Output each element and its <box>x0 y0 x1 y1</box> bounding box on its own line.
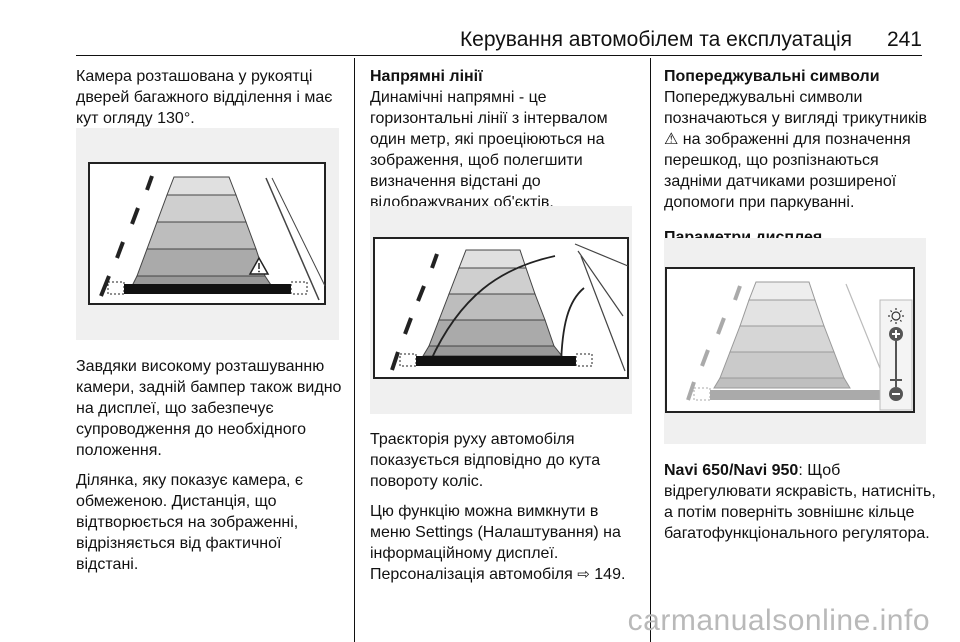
column-2-lower: Траєкторія руху автомобіля показується в… <box>370 429 642 594</box>
page-number: 241 <box>886 28 922 51</box>
paragraph-text: на зображенні для позначення перешкод, щ… <box>664 131 911 211</box>
paragraph: Траєкторія руху автомобіля показується в… <box>370 431 601 490</box>
column-divider <box>650 58 651 642</box>
model-name: Navi 650/Navi 950 <box>664 462 799 479</box>
paragraph: Динамічні напрямні - це горизонтальні лі… <box>370 89 608 211</box>
page-header: Керування автомобілем та експлуатація 24… <box>0 0 960 58</box>
camera-view-illustration <box>88 162 326 305</box>
watermark: carmanualsonline.info <box>627 604 930 637</box>
paragraph: Завдяки високому розташуванню камери, за… <box>76 358 342 459</box>
reference-arrow-icon: ⇨ <box>577 566 590 583</box>
display-settings-illustration <box>665 267 915 413</box>
column-3-lower: Navi 650/Navi 950: Щоб відрегулювати яск… <box>664 460 940 553</box>
paragraph: Цю функцію можна вимкнути в меню Setting… <box>370 501 642 585</box>
paragraph-text: Цю функцію можна вимкнути в меню Setting… <box>370 503 621 583</box>
display-settings-figure <box>664 238 926 444</box>
page-title: Керування автомобілем та експлуатація <box>459 28 852 51</box>
page-reference[interactable]: 149. <box>594 566 626 583</box>
paragraph: Камера розташована у рукоятці дверей баг… <box>76 68 333 127</box>
column-3: Попереджувальні символи Попереджувальні … <box>664 66 940 248</box>
section-heading: Попереджувальні символи <box>664 68 880 85</box>
camera-view-figure <box>76 128 339 340</box>
column-2: Напрямні лінії Динамічні напрямні - це г… <box>370 66 642 222</box>
guidelines-illustration <box>373 237 629 379</box>
column-divider <box>354 58 355 642</box>
paragraph: Navi 650/Navi 950: Щоб відрегулювати яск… <box>664 460 940 544</box>
column-1-lower: Завдяки високому розташуванню камери, за… <box>76 356 348 584</box>
paragraph: Попереджувальні символи позначаються у в… <box>664 87 940 213</box>
guidelines-figure <box>370 206 632 414</box>
paragraph-text: Попереджувальні символи позначаються у в… <box>664 89 927 127</box>
paragraph-text: : Щоб відрегулювати яскравість, натисніт… <box>664 462 936 542</box>
warning-triangle-icon: ⚠ <box>664 131 679 148</box>
section-heading: Напрямні лінії <box>370 68 483 85</box>
column-1: Камера розташована у рукоятці дверей баг… <box>76 66 348 138</box>
paragraph: Ділянка, яку показує камера, є обмеженою… <box>76 472 304 573</box>
header-divider <box>76 55 922 56</box>
